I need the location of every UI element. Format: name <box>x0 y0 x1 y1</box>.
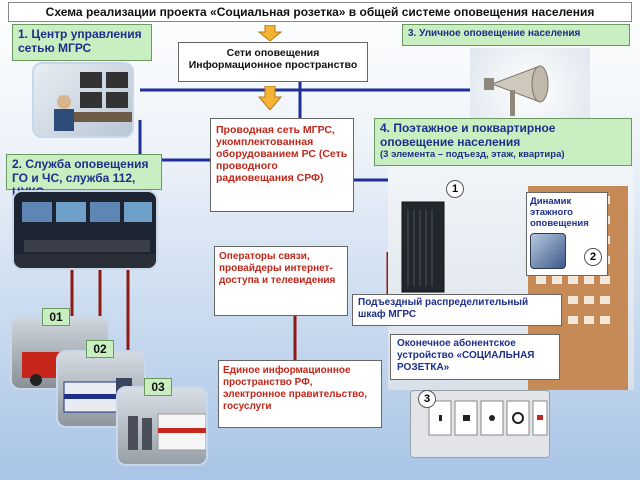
networks-box: Сети оповещения Информационное пространс… <box>178 42 368 82</box>
loudspeaker-photo <box>470 48 590 118</box>
floor-speaker-label: Динамик этажного оповещения <box>530 196 589 229</box>
situation-room-photo <box>12 190 158 270</box>
down-arrow-icon <box>258 25 282 41</box>
street-alert-label: 3. Уличное оповещение населения <box>402 24 630 46</box>
cabinet-box: Подъездный распределительный шкаф МГРС <box>352 294 562 326</box>
marker-1: 1 <box>446 180 464 198</box>
control-center-label: 1. Центр управления сетью МГРС <box>12 24 152 61</box>
tag-01: 01 <box>42 308 70 326</box>
floor-alert-subtitle: (3 элемента – подъезд, этаж, квартира) <box>380 149 565 160</box>
down-arrow-icon <box>258 86 282 110</box>
control-center-photo <box>32 62 134 138</box>
civil-defense-label: 2. Служба оповещения ГО и ЧС, служба 112… <box>6 154 162 199</box>
tag-03: 03 <box>144 378 172 396</box>
speaker-device-icon <box>530 233 566 269</box>
terminal-device-box: Оконечное абонентское устройство «СОЦИАЛ… <box>390 334 560 380</box>
floor-alert-label: 4. Поэтажное и поквартирное оповещение н… <box>374 118 632 166</box>
marker-3: 3 <box>418 390 436 408</box>
diagram-title: Схема реализации проекта «Социальная роз… <box>8 2 632 22</box>
operators-box: Операторы связи, провайдеры интернет-дос… <box>214 246 348 316</box>
tag-02: 02 <box>86 340 114 358</box>
marker-2: 2 <box>584 248 602 266</box>
wired-network-box: Проводная сеть МГРС, укомплектованная об… <box>210 118 354 212</box>
ambulance-photo <box>116 386 208 466</box>
floor-alert-title: 4. Поэтажное и поквартирное оповещение н… <box>380 121 556 149</box>
unified-info-box: Единое информационное пространство РФ, э… <box>218 360 382 428</box>
